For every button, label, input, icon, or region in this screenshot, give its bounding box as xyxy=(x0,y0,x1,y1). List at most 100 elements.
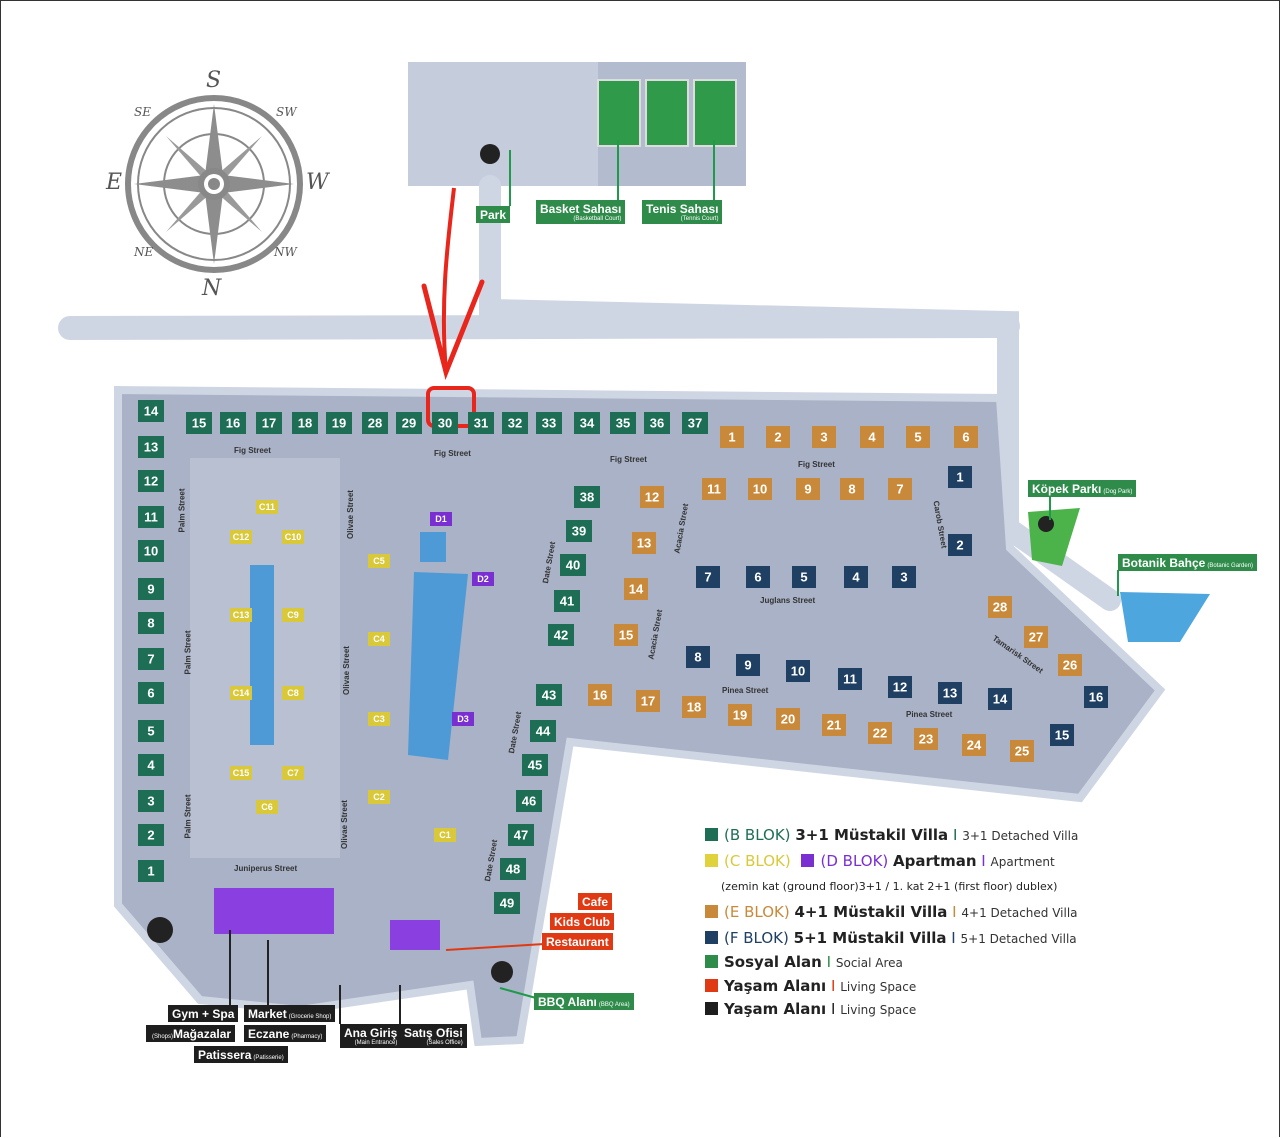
unit-marker xyxy=(138,540,164,562)
legend-cd-blok: (C BLOK) (D BLOK) Apartman I Apartment xyxy=(705,852,1055,870)
unit-number: 39 xyxy=(572,524,586,539)
site-plan xyxy=(114,385,1210,1047)
unit-marker xyxy=(430,512,452,526)
legend-f-code: (F BLOK) xyxy=(724,929,789,947)
legend-living-dark-en: Living Space xyxy=(840,1003,917,1017)
unit-marker xyxy=(138,682,164,704)
legend-f-blok: (F BLOK) 5+1 Müstakil Villa I 5+1 Detach… xyxy=(705,929,1077,947)
shops-label: (Shops)Mağazalar xyxy=(146,1025,236,1042)
sales-office-sub: (Sales Office) xyxy=(426,1040,463,1046)
legend-social: Sosyal Alan I Social Area xyxy=(705,953,903,971)
unit-marker xyxy=(282,766,304,780)
unit-marker xyxy=(230,530,252,544)
street-label: Pinea Street xyxy=(906,710,953,719)
unit-number: 7 xyxy=(704,570,711,585)
basket-court-name: Basket Sahası xyxy=(540,202,622,216)
compass-se-label: SE xyxy=(134,105,151,119)
unit-marker xyxy=(138,648,164,670)
legend-b-code: (B BLOK) xyxy=(724,826,791,844)
unit-marker xyxy=(1010,740,1034,762)
unit-number: C13 xyxy=(233,610,250,620)
unit-number: 9 xyxy=(804,482,811,497)
patissera-sub: (Patisserie) xyxy=(253,1055,284,1061)
unit-marker xyxy=(138,436,164,458)
unit-marker xyxy=(840,478,864,500)
unit-marker xyxy=(682,412,708,434)
unit-number: 20 xyxy=(781,712,795,727)
unit-marker xyxy=(362,412,388,434)
unit-number: 14 xyxy=(629,582,644,597)
unit-number: 31 xyxy=(474,416,488,431)
unit-marker xyxy=(1084,686,1108,708)
unit-marker xyxy=(766,426,790,448)
unit-number: 36 xyxy=(650,416,664,431)
unit-marker xyxy=(948,534,972,556)
street-label: Fig Street xyxy=(798,460,835,469)
unit-marker xyxy=(282,530,304,544)
unit-marker xyxy=(748,478,772,500)
unit-number: 11 xyxy=(707,482,721,497)
unit-number: C2 xyxy=(373,792,385,802)
compass-rose-icon xyxy=(125,95,303,273)
unit-marker xyxy=(368,790,390,804)
unit-marker xyxy=(610,412,636,434)
botanic-garden-label: Botanik Bahçe(Botanic Garden) xyxy=(1118,554,1258,571)
legend-living-red-main: Yaşam Alanı xyxy=(724,977,827,995)
unit-number: 35 xyxy=(616,416,630,431)
kids-club-label: Kids Club xyxy=(550,913,614,930)
unit-marker xyxy=(138,400,164,422)
unit-number: 6 xyxy=(754,570,761,585)
unit-marker xyxy=(624,578,648,600)
tennis-court-name: Tenis Sahası xyxy=(646,202,719,216)
unit-number: 14 xyxy=(993,692,1008,707)
unit-number: 22 xyxy=(873,726,887,741)
legend-living-dark: Yaşam Alanı I Living Space xyxy=(705,1000,916,1018)
unit-marker xyxy=(812,426,836,448)
unit-number: 5 xyxy=(147,724,154,739)
park-label: Park xyxy=(476,206,511,223)
legend-e-main: 4+1 Müstakil Villa xyxy=(794,903,948,921)
legend-cd-main: Apartman xyxy=(893,852,977,870)
unit-number: 12 xyxy=(645,490,659,505)
unit-marker xyxy=(138,612,164,634)
unit-number: 37 xyxy=(688,416,702,431)
unit-number: 11 xyxy=(144,510,158,525)
compass-west-label: W xyxy=(306,170,329,195)
cafe-label: Cafe xyxy=(578,893,613,910)
unit-number: 5 xyxy=(800,570,807,585)
unit-marker xyxy=(434,828,456,842)
unit-marker xyxy=(230,686,252,700)
unit-marker xyxy=(728,704,752,726)
botanic-garden-sub: (Botanic Garden) xyxy=(1207,563,1254,569)
unit-number: 8 xyxy=(694,650,701,665)
unit-marker xyxy=(792,566,816,588)
legend-living-dark-swatch xyxy=(705,1002,718,1015)
unit-marker xyxy=(282,686,304,700)
legend-social-sep: I xyxy=(826,953,832,971)
legend-cd-note: (zemin kat (ground floor)3+1 / 1. kat 2+… xyxy=(721,880,1058,893)
unit-number: 25 xyxy=(1015,744,1029,759)
legend-living-red: Yaşam Alanı I Living Space xyxy=(705,977,916,995)
unit-marker xyxy=(554,590,580,612)
unit-marker xyxy=(368,712,390,726)
street-label: Fig Street xyxy=(434,449,471,458)
unit-marker xyxy=(138,578,164,600)
unit-number: 49 xyxy=(500,896,514,911)
unit-number: 28 xyxy=(368,416,382,431)
unit-number: 15 xyxy=(619,628,633,643)
street-label: Palm Street xyxy=(183,794,193,839)
unit-number: 16 xyxy=(226,416,240,431)
gym-spa-label: Gym + Spa xyxy=(168,1005,239,1022)
street-label: Pinea Street xyxy=(722,686,769,695)
unit-number: 30 xyxy=(438,416,452,431)
street-label: Olivae Street xyxy=(339,800,349,849)
tennis-court-sub: (Tennis Court) xyxy=(680,216,719,222)
unit-number: 29 xyxy=(402,416,416,431)
unit-number: 2 xyxy=(956,538,963,553)
unit-number: C1 xyxy=(439,830,451,840)
legend-c-code: (C BLOK) xyxy=(724,852,791,870)
unit-number: 33 xyxy=(542,416,556,431)
unit-number: C9 xyxy=(287,610,299,620)
unit-marker xyxy=(906,426,930,448)
